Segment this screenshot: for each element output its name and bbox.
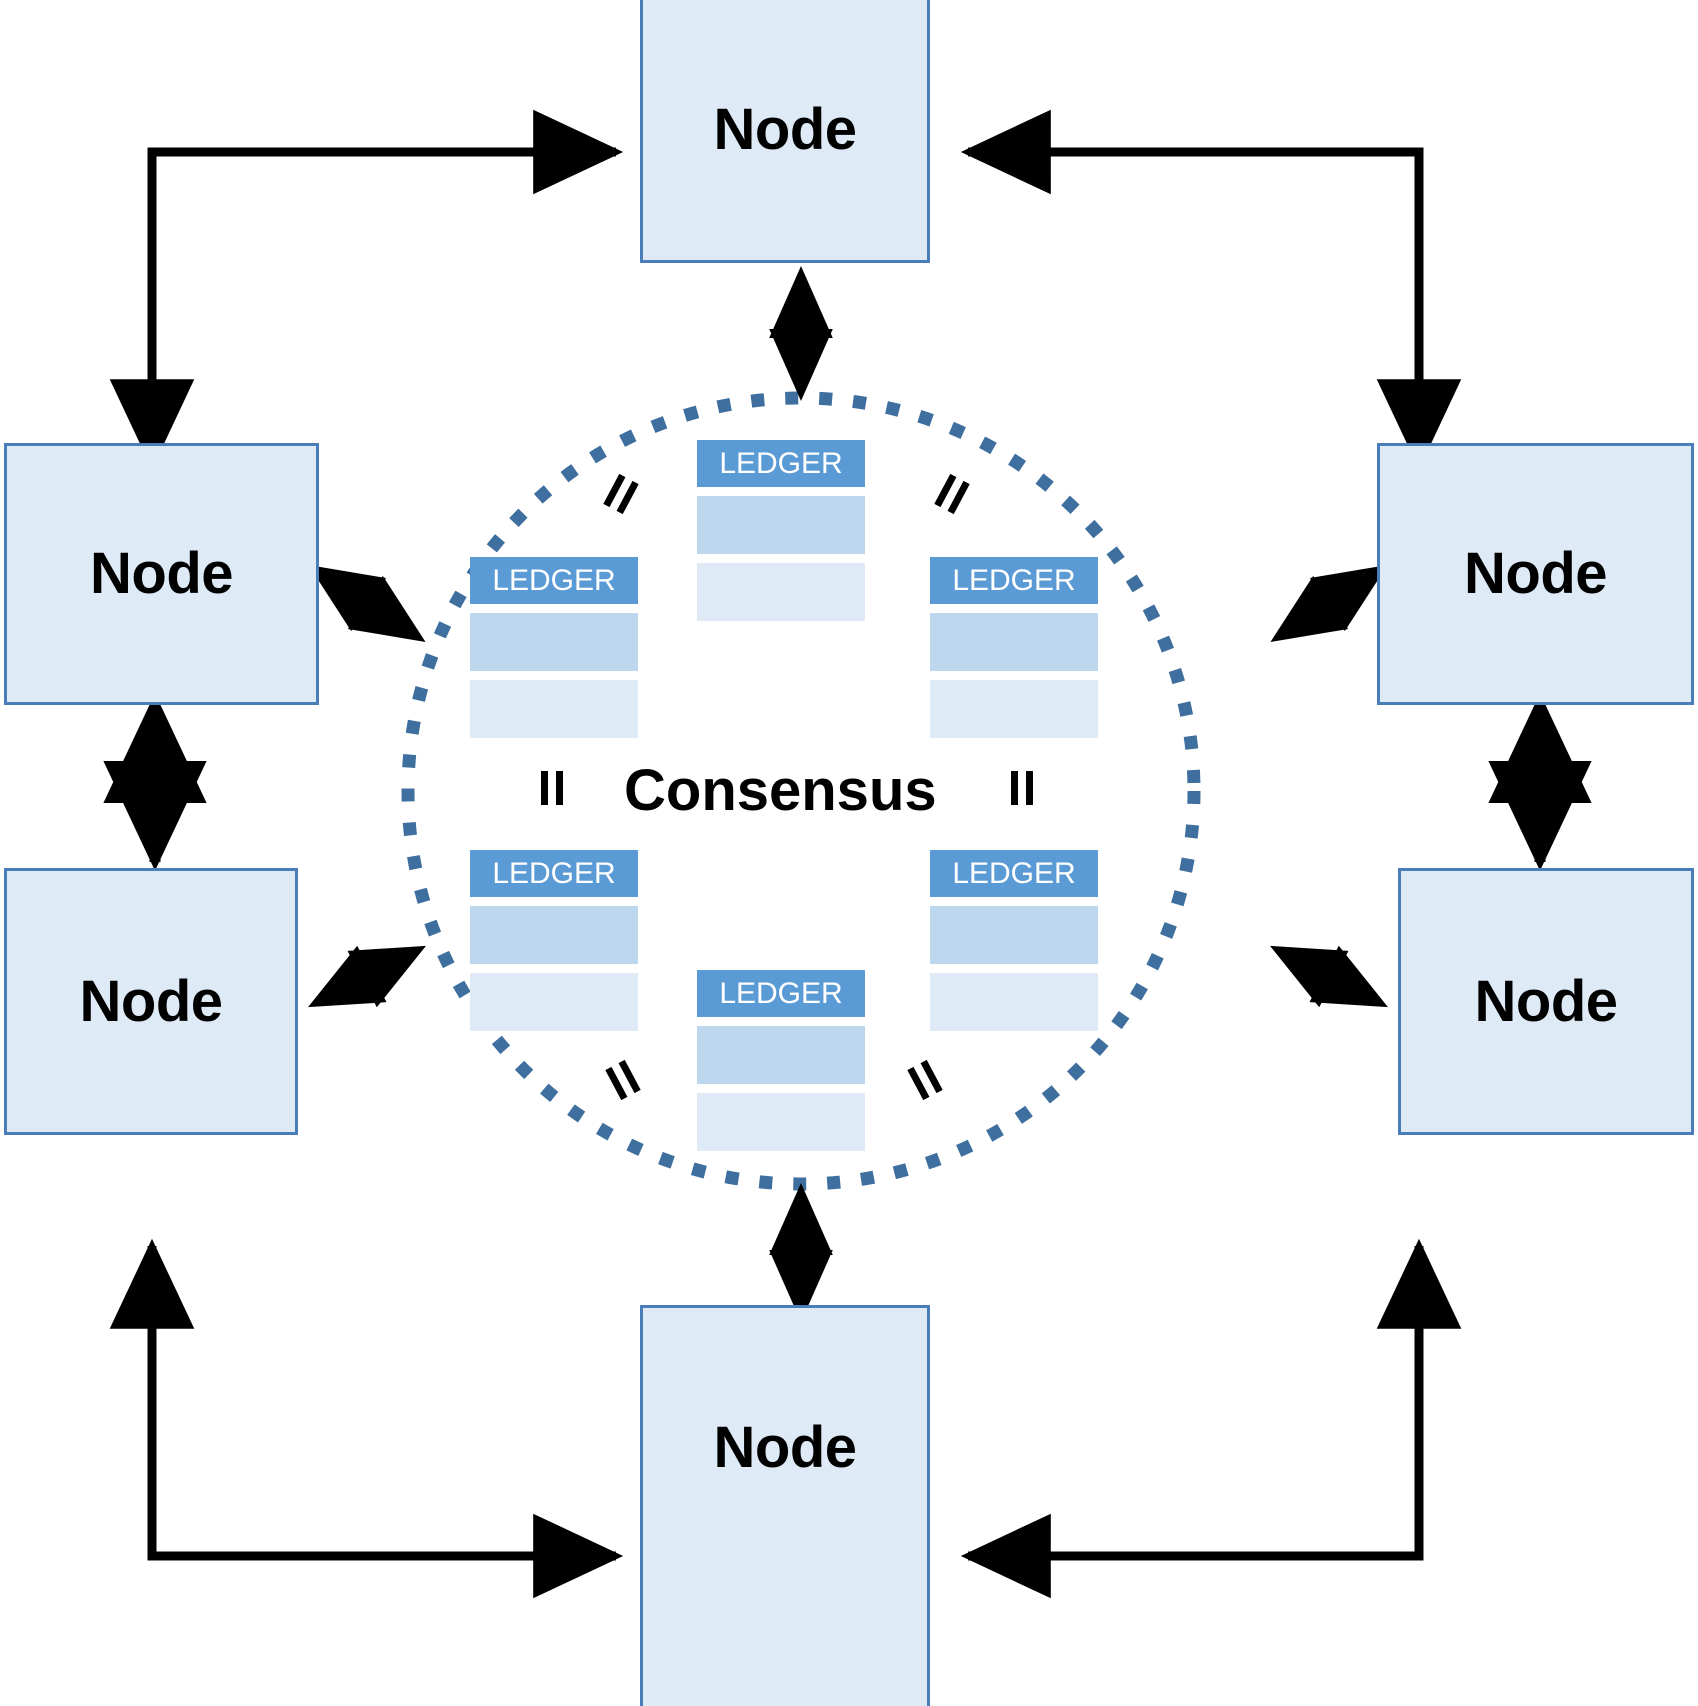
ledger-upper-right-header: LEDGER <box>930 557 1098 604</box>
equals-mid-right-icon <box>1002 771 1042 805</box>
ledger-lower-right[interactable]: LEDGER <box>930 850 1098 1031</box>
node-left-lower-label: Node <box>79 968 224 1034</box>
ledger-lower-right-row-1 <box>930 906 1098 964</box>
equals-upper-left-icon <box>595 470 646 519</box>
arrow-consensus-to-rightlower <box>1270 945 1388 1008</box>
node-right-lower[interactable]: Node <box>1398 868 1694 1135</box>
equals-lower-right-icon <box>899 1056 950 1105</box>
ledger-upper-right[interactable]: LEDGER <box>930 557 1098 738</box>
arrow-consensus-to-rightupper <box>1270 565 1388 642</box>
ledger-bottom-header: LEDGER <box>697 970 865 1017</box>
arrow-consensus-to-leftlower <box>308 945 426 1008</box>
ledger-top-row-1 <box>697 496 865 554</box>
ledger-lower-left[interactable]: LEDGER <box>470 850 638 1031</box>
ledger-upper-left-row-1 <box>470 613 638 671</box>
ledger-upper-right-row-2 <box>930 680 1098 738</box>
node-bottom[interactable]: Node <box>640 1305 930 1706</box>
ledger-lower-right-header: LEDGER <box>930 850 1098 897</box>
ledger-bottom-row-1 <box>697 1026 865 1084</box>
equals-upper-right-icon <box>926 470 977 519</box>
node-top-label: Node <box>713 96 858 162</box>
ledger-lower-left-row-2 <box>470 973 638 1031</box>
equals-mid-left-icon <box>532 771 572 805</box>
ledger-lower-right-row-2 <box>930 973 1098 1031</box>
arrow-rightupper-to-top <box>960 109 1424 455</box>
ledger-top[interactable]: LEDGER <box>697 440 865 621</box>
ledger-lower-left-row-1 <box>470 906 638 964</box>
node-right-upper[interactable]: Node <box>1377 443 1694 705</box>
arrow-consensus-to-leftupper <box>308 565 426 642</box>
ledger-bottom[interactable]: LEDGER <box>697 970 865 1151</box>
ledger-top-header: LEDGER <box>697 440 865 487</box>
node-top[interactable]: Node <box>640 0 930 263</box>
node-right-lower-label: Node <box>1474 968 1619 1034</box>
ledger-lower-left-header: LEDGER <box>470 850 638 897</box>
node-bottom-label: Node <box>713 1414 858 1480</box>
node-right-upper-label: Node <box>1464 541 1608 606</box>
node-left-upper-label: Node <box>90 541 234 606</box>
ledger-bottom-row-2 <box>697 1093 865 1151</box>
ledger-upper-left-row-2 <box>470 680 638 738</box>
ledger-upper-right-row-1 <box>930 613 1098 671</box>
ledger-top-row-2 <box>697 563 865 621</box>
arrow-rightlower-to-bottom <box>960 1258 1424 1599</box>
equals-lower-left-icon <box>597 1056 648 1105</box>
consensus-label: Consensus <box>624 758 937 823</box>
ledger-upper-left-header: LEDGER <box>470 557 638 604</box>
node-left-lower[interactable]: Node <box>4 868 298 1135</box>
arrow-leftlower-to-bottom <box>147 1258 624 1599</box>
node-left-upper[interactable]: Node <box>4 443 319 705</box>
arrow-leftupper-to-top <box>147 109 624 444</box>
ledger-upper-left[interactable]: LEDGER <box>470 557 638 738</box>
